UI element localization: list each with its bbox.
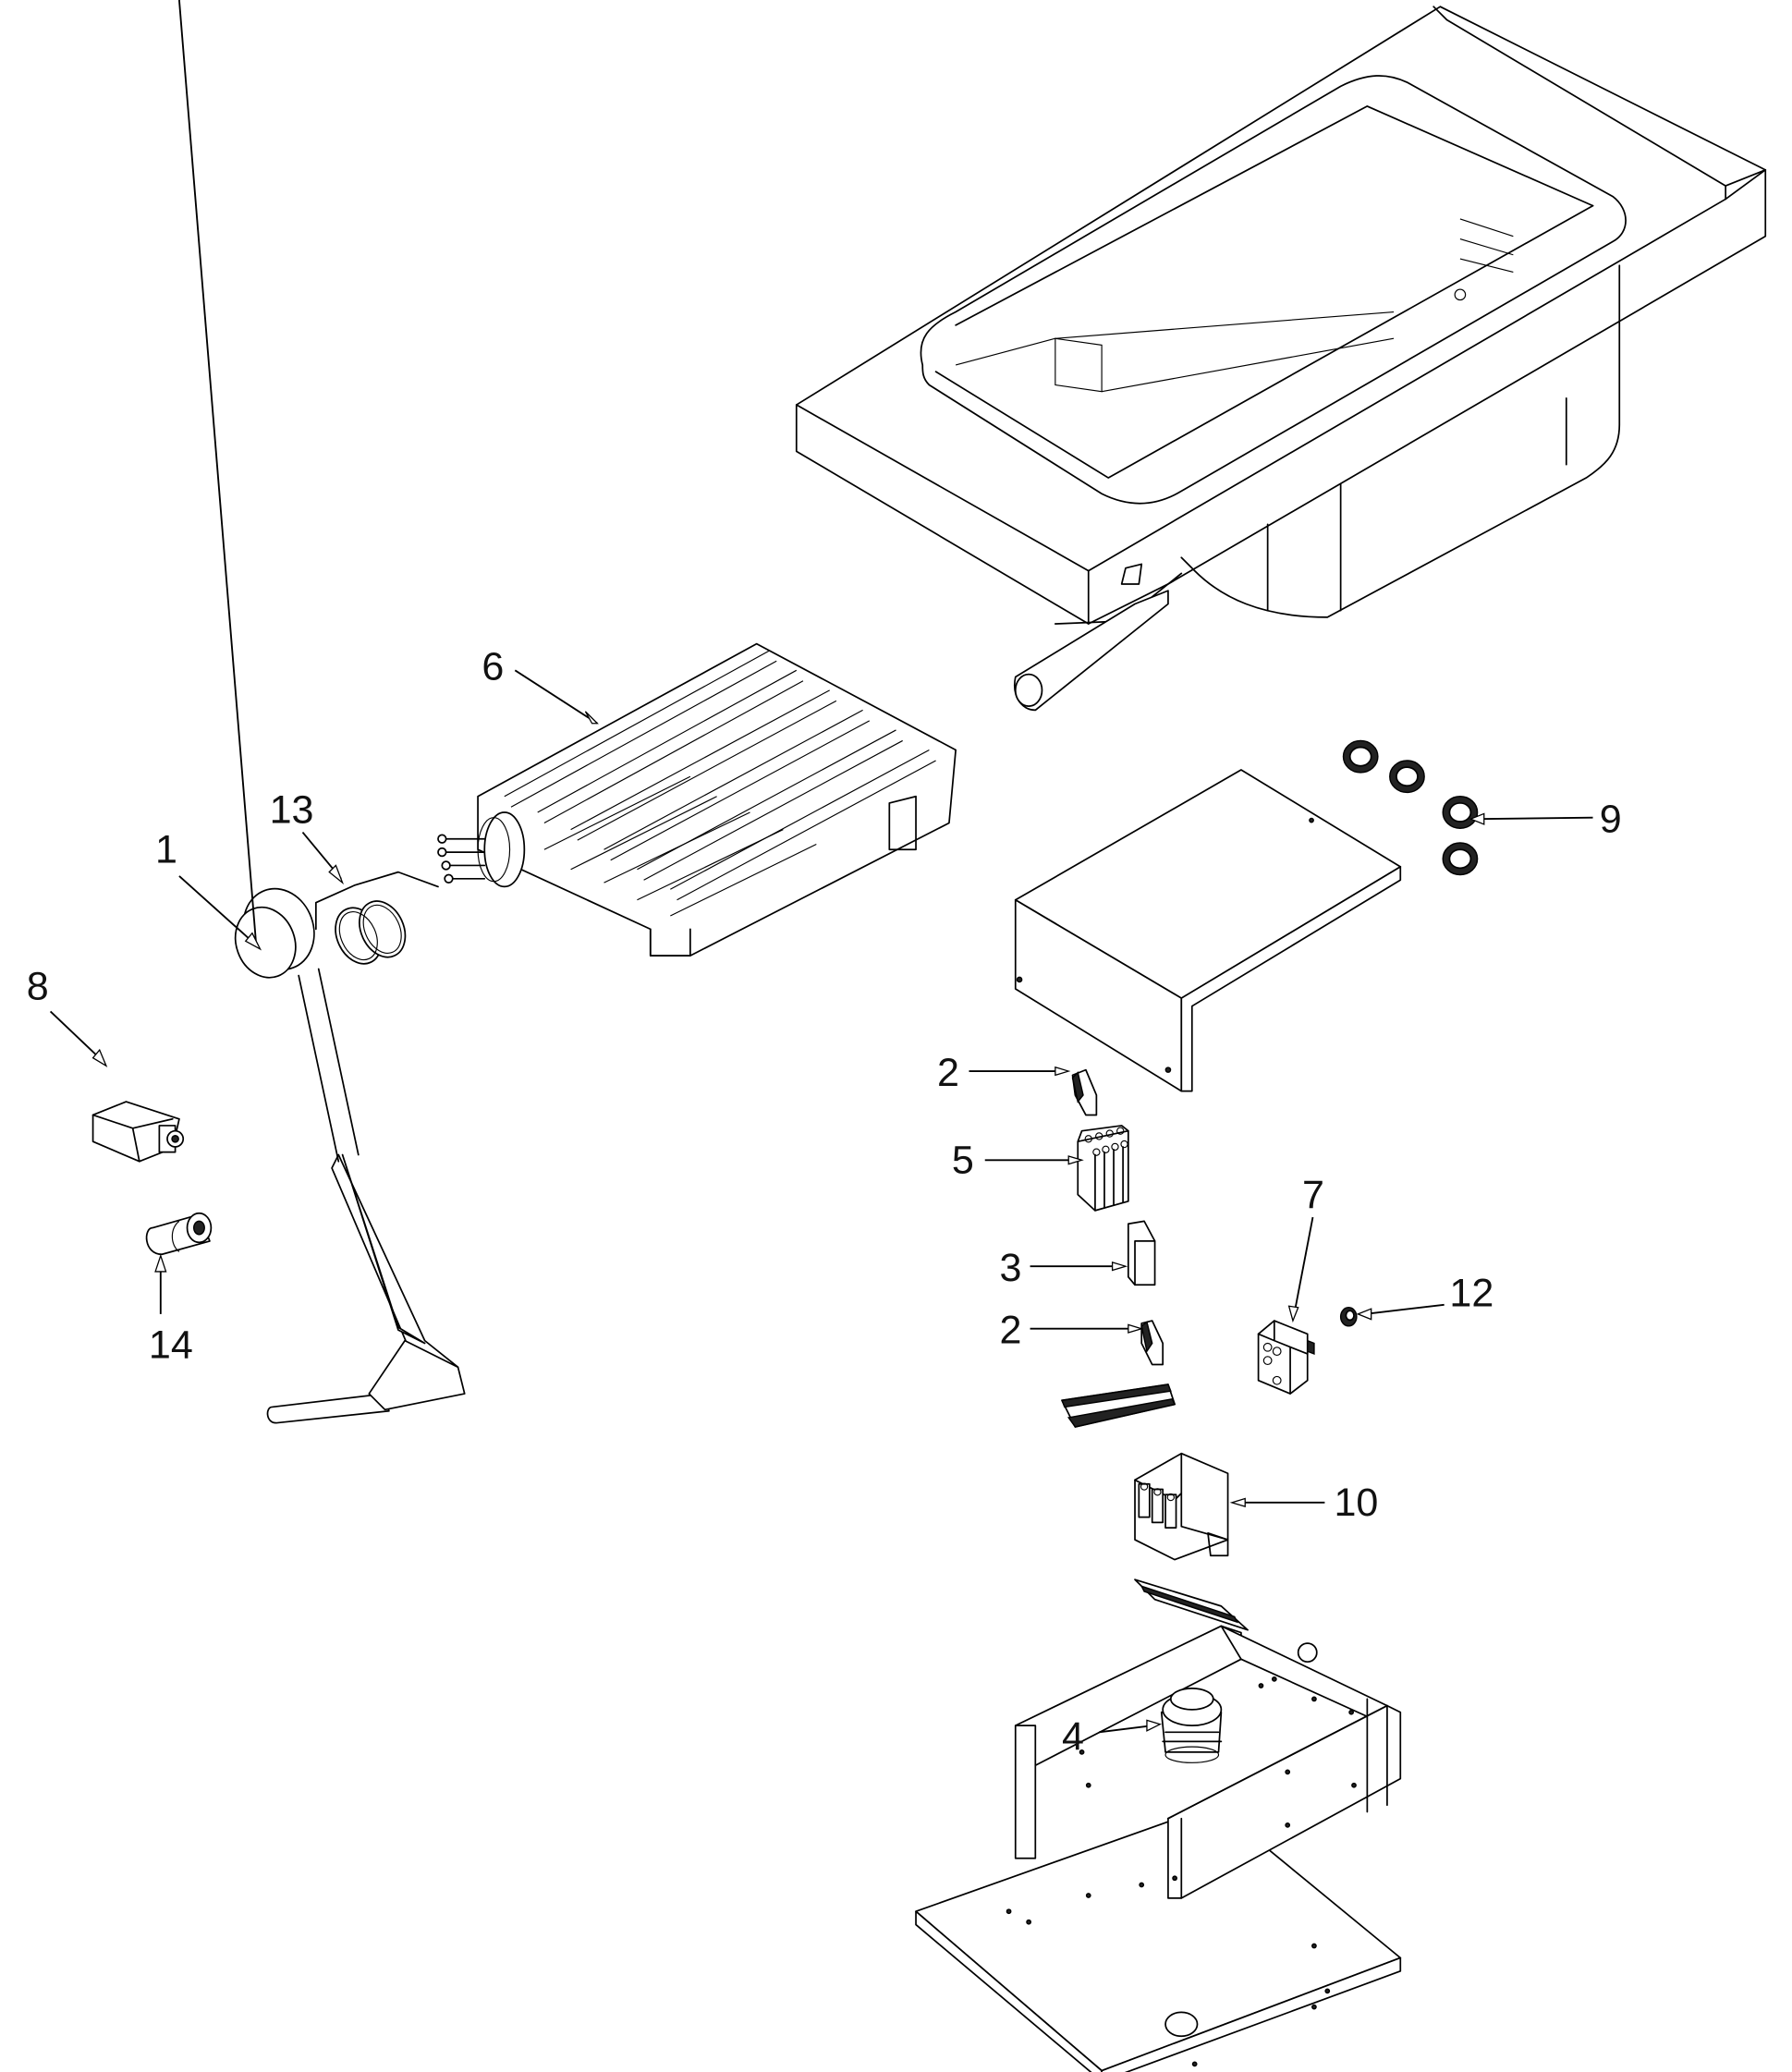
callout-6: 6 [482,644,504,689]
callout-14: 14 [149,1322,193,1367]
din-rail-lower [1134,1578,1249,1631]
heating-element [437,642,957,957]
micro-switch [91,1101,185,1163]
callout-10: 10 [1334,1481,1378,1525]
callout-13: 13 [270,787,314,832]
callout-8: 8 [27,965,49,1009]
pipe-with-ring [234,887,466,1424]
callout-2a: 2 [937,1051,959,1095]
gasket-rings [314,871,439,965]
callout-9: 9 [1600,798,1622,842]
terminal-block [1077,1125,1129,1212]
callout-3: 3 [1000,1246,1022,1290]
thermostat [1257,1320,1315,1395]
indicator-lamp [1339,1306,1358,1327]
din-rail-upper [1061,1383,1176,1428]
base-chassis [915,1625,1402,2072]
terminal-clip-lower [1140,1320,1164,1366]
control-box-cover [1014,769,1402,1092]
callout-12: 12 [1449,1271,1493,1315]
callout-labels: 6 13 1 8 14 9 2 5 3 2 7 12 10 4 [27,644,1622,1759]
callout-5: 5 [952,1139,974,1183]
knob-bushings [1342,739,1479,876]
callout-2b: 2 [1000,1308,1022,1352]
callout-7: 7 [1302,1173,1324,1217]
callout-4: 4 [1062,1714,1084,1759]
cable-gland [1160,1688,1223,1763]
callout-leaders [49,0,1593,1734]
drain-tap-cap [145,1212,213,1256]
contactor [1134,1452,1229,1561]
fryer-tank-top [795,6,1767,712]
terminal-clip-upper [1071,1068,1098,1116]
callout-1: 1 [155,828,177,872]
end-plate [1127,1220,1156,1286]
